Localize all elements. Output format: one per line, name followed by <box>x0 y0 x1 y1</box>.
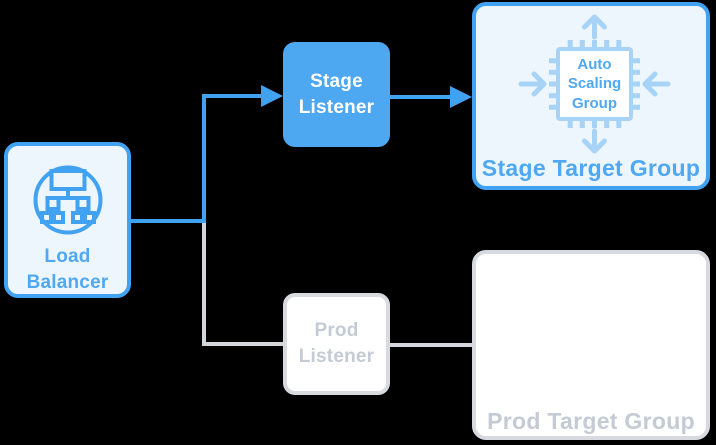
scale-up-arrow-icon <box>582 14 607 40</box>
load-balancer-label: Load Balancer <box>26 246 109 294</box>
prod-target-group-node: Prod Target Group <box>472 250 710 440</box>
stage-listener-label: Stage Listener <box>298 70 375 118</box>
prod-listener-node: Prod Listener <box>283 293 390 395</box>
prod-listener-label: Prod Listener <box>298 320 375 367</box>
cpu-chip-icon <box>518 14 671 154</box>
stage-target-group-label: Stage Target Group <box>481 155 701 181</box>
arrowhead-into-stage-listener <box>261 85 283 107</box>
connector-lb-to-prod-listener <box>202 221 283 346</box>
stage-target-group-node: Auto Scaling Group Stage Target Group <box>472 2 710 190</box>
scale-down-arrow-icon <box>582 128 607 154</box>
arrowhead-into-stage-target-group <box>450 86 472 108</box>
scale-in-right-arrow-icon <box>642 71 671 97</box>
chip-pins <box>549 40 640 128</box>
auto-scaling-group-label: Auto Scaling Group <box>567 55 622 112</box>
load-balancer-node: Load Balancer <box>4 142 131 298</box>
prod-target-group-label: Prod Target Group <box>487 408 695 434</box>
load-balancer-icon <box>33 165 103 235</box>
icon-circle <box>33 165 103 235</box>
connector-lb-to-stage-listener <box>131 94 262 223</box>
stage-listener-node: Stage Listener <box>283 42 390 147</box>
scale-in-left-arrow-icon <box>518 71 547 97</box>
